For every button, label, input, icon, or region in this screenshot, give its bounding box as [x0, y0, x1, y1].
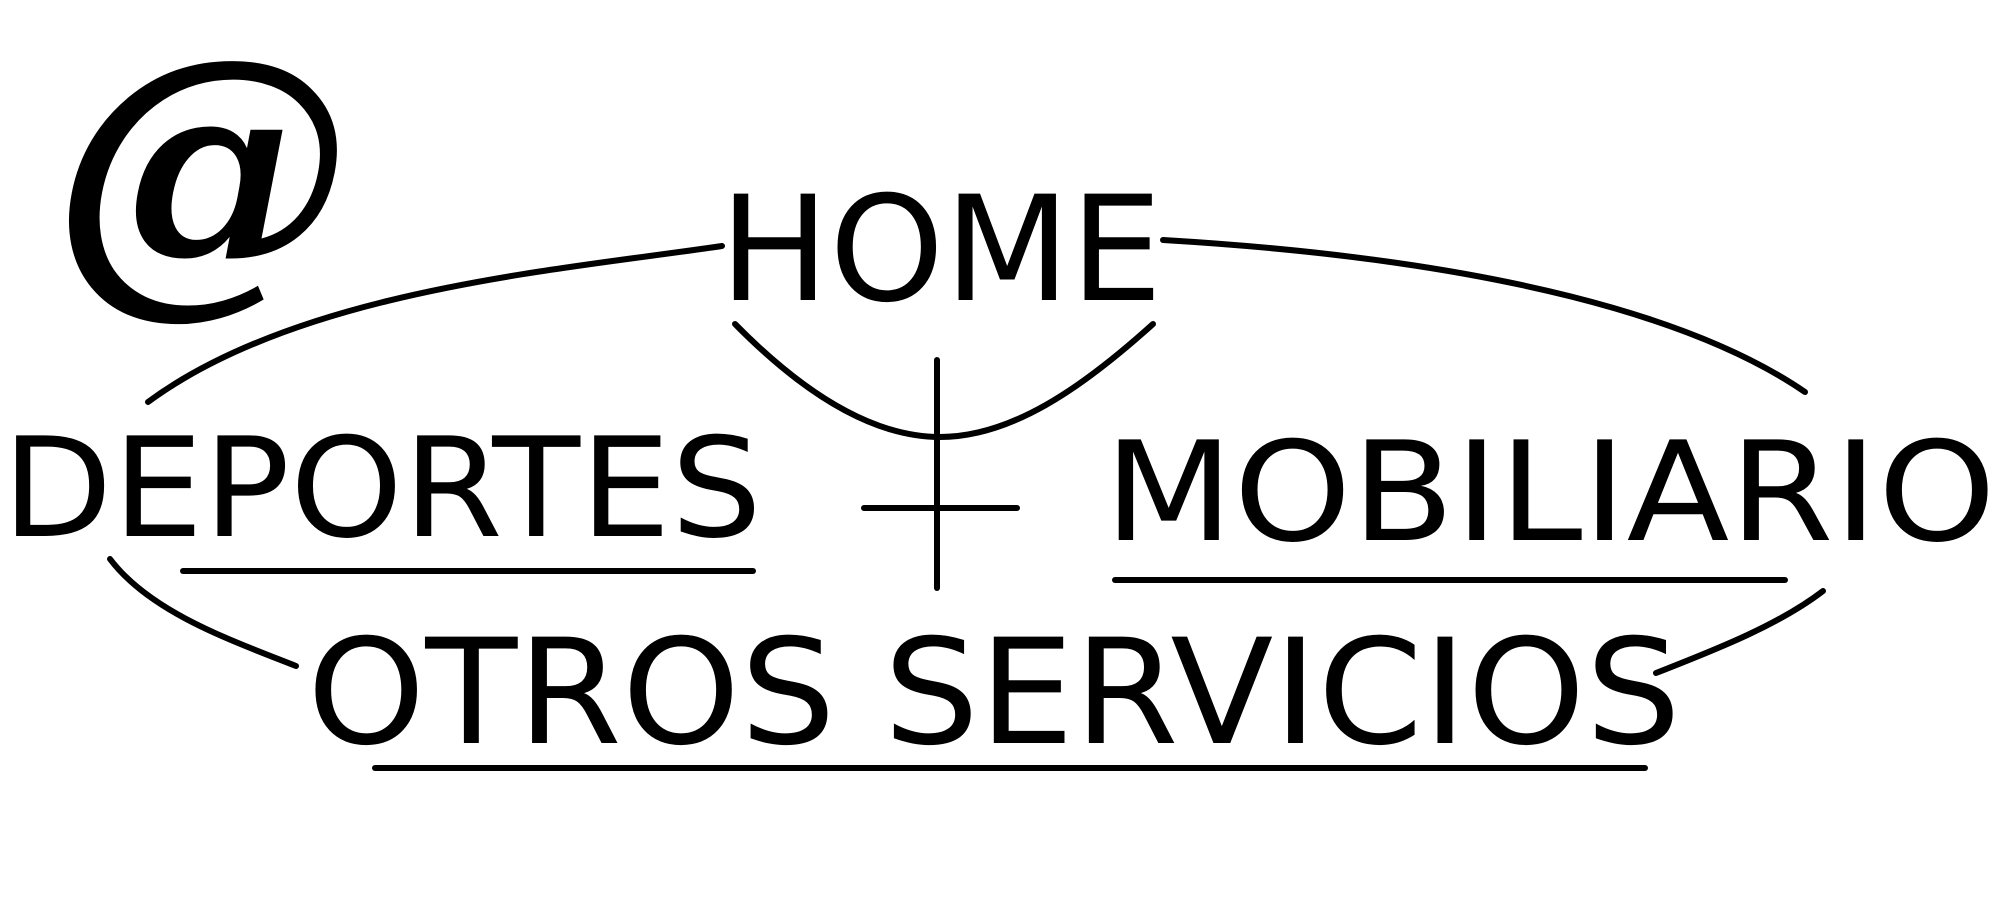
arc-home-to-deportes	[145, 243, 725, 405]
menu-item-deportes[interactable]: DEPORTES	[2, 408, 762, 569]
at-logo-symbol: @	[52, 0, 352, 343]
arc-deportes-to-otros	[107, 556, 299, 669]
underlines	[180, 568, 1788, 771]
menu-item-mobiliario[interactable]: MOBILIARIO	[1104, 412, 1996, 573]
menu-item-home[interactable]: HOME	[720, 165, 1163, 335]
at-logo-icon: @	[52, 0, 352, 343]
menu-items: HOME DEPORTES MOBILIARIO OTROS SERVICIOS	[2, 165, 1996, 778]
arc-home-to-mobiliario	[1160, 237, 1808, 395]
connector-lines	[107, 237, 1826, 676]
curve-home-cup	[732, 321, 1156, 441]
arc-mobiliario-to-otros	[1653, 588, 1826, 676]
menu-item-otros-servicios[interactable]: OTROS SERVICIOS	[307, 608, 1681, 778]
